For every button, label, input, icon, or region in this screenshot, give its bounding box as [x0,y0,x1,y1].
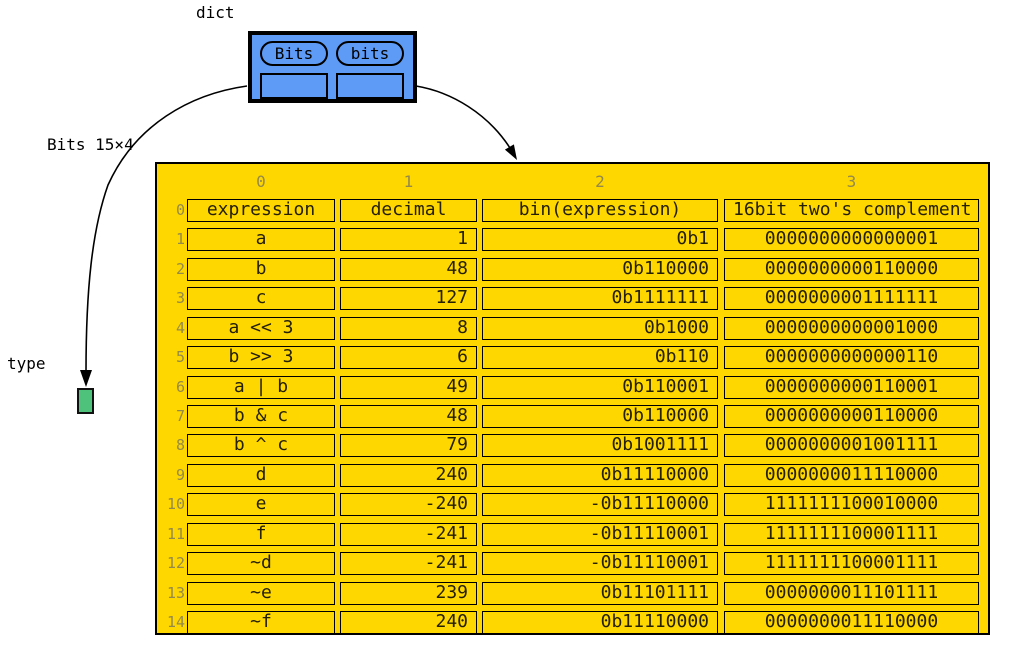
table-cell: d [187,464,335,487]
row-index: 14 [166,613,185,631]
row-index: 9 [175,466,185,484]
table-cell: 127 [340,287,477,310]
table-cell: 0b11110000 [482,464,718,487]
row-index: 12 [166,554,185,572]
table-cell: expression [187,199,335,222]
table-cell: 1111111100010000 [724,493,979,516]
table-cell: 48 [340,258,477,281]
table-cell: 0000000000110000 [724,258,979,281]
bits-dimensions-label: Bits 15×4 [47,135,134,154]
dict-variable-label: dict [196,3,235,22]
row-index: 6 [175,378,185,396]
table-cell: ~e [187,582,335,605]
table-cell: 0b11101111 [482,582,718,605]
row-index: 4 [175,319,185,337]
row-index: 3 [175,289,185,307]
dict-key-Bits: Bits [260,41,328,66]
table-cell: 16bit two's complement [724,199,979,222]
table-cell: -240 [340,493,477,516]
table-cell: 8 [340,317,477,340]
table-cell: 0b110000 [482,405,718,428]
column-header: 1 [403,172,414,191]
type-variable-label: type [7,354,46,373]
table-cell: ~d [187,552,335,575]
row-index: 1 [175,230,185,248]
table-cell: 0000000000001000 [724,317,979,340]
table-cell: 240 [340,611,477,634]
table-cell: 0b110001 [482,376,718,399]
table-cell: a | b [187,376,335,399]
table-cell: 0000000011110000 [724,464,979,487]
table-cell: b & c [187,405,335,428]
row-index: 0 [175,201,185,219]
table-cell: -0b11110001 [482,523,718,546]
table-cell: 0b1001111 [482,434,718,457]
table-cell: -0b11110000 [482,493,718,516]
row-index: 13 [166,584,185,602]
table-cell: ~f [187,611,335,634]
table-cell: 0b1000 [482,317,718,340]
table-cell: a << 3 [187,317,335,340]
table-cell: 240 [340,464,477,487]
row-index: 11 [166,525,185,543]
table-cell: b >> 3 [187,346,335,369]
table-cell: 0b110000 [482,258,718,281]
table-cell: -241 [340,552,477,575]
table-cell: 0b1111111 [482,287,718,310]
table-cell: decimal [340,199,477,222]
column-header: 3 [846,172,857,191]
table-cell: b ^ c [187,434,335,457]
dict-value-slot-bits [336,73,404,99]
table-cell: a [187,228,335,251]
arrowhead-to-table [504,144,517,160]
table-cell: 0000000000110001 [724,376,979,399]
table-cell: 0b110 [482,346,718,369]
table-cell: 0000000000000001 [724,228,979,251]
table-cell: b [187,258,335,281]
table-cell: -241 [340,523,477,546]
table-cell: 0b1 [482,228,718,251]
table-cell: 49 [340,376,477,399]
row-index: 10 [166,495,185,513]
row-index: 5 [175,348,185,366]
table-cell: 1111111100001111 [724,523,979,546]
table-cell: e [187,493,335,516]
table-cell: 0000000000110000 [724,405,979,428]
dict-value-slot-Bits [260,73,328,99]
type-object [77,388,94,414]
table-cell: 79 [340,434,477,457]
table-cell: f [187,523,335,546]
table-cell: 0000000001111111 [724,287,979,310]
table-cell: 1111111100001111 [724,552,979,575]
arrowhead-to-type [80,370,92,387]
table-cell: 0000000001001111 [724,434,979,457]
table-cell: c [187,287,335,310]
table-cell: 0b11110000 [482,611,718,634]
dict-key-bits: bits [336,41,404,66]
table-cell: 48 [340,405,477,428]
table-cell: 0000000000000110 [724,346,979,369]
table-cell: 0000000011101111 [724,582,979,605]
arrow-to-table [415,85,511,149]
row-index: 7 [175,407,185,425]
column-header: 0 [256,172,266,191]
table-cell: 0000000011110000 [724,611,979,634]
row-index: 8 [175,436,185,454]
table-cell: bin(expression) [482,199,718,222]
dict-object: Bits bits [248,31,417,103]
table-cell: 239 [340,582,477,605]
row-index: 2 [175,260,185,278]
table-cell: 1 [340,228,477,251]
table-cell: 6 [340,346,477,369]
table-cell: -0b11110001 [482,552,718,575]
column-header: 2 [595,172,605,191]
